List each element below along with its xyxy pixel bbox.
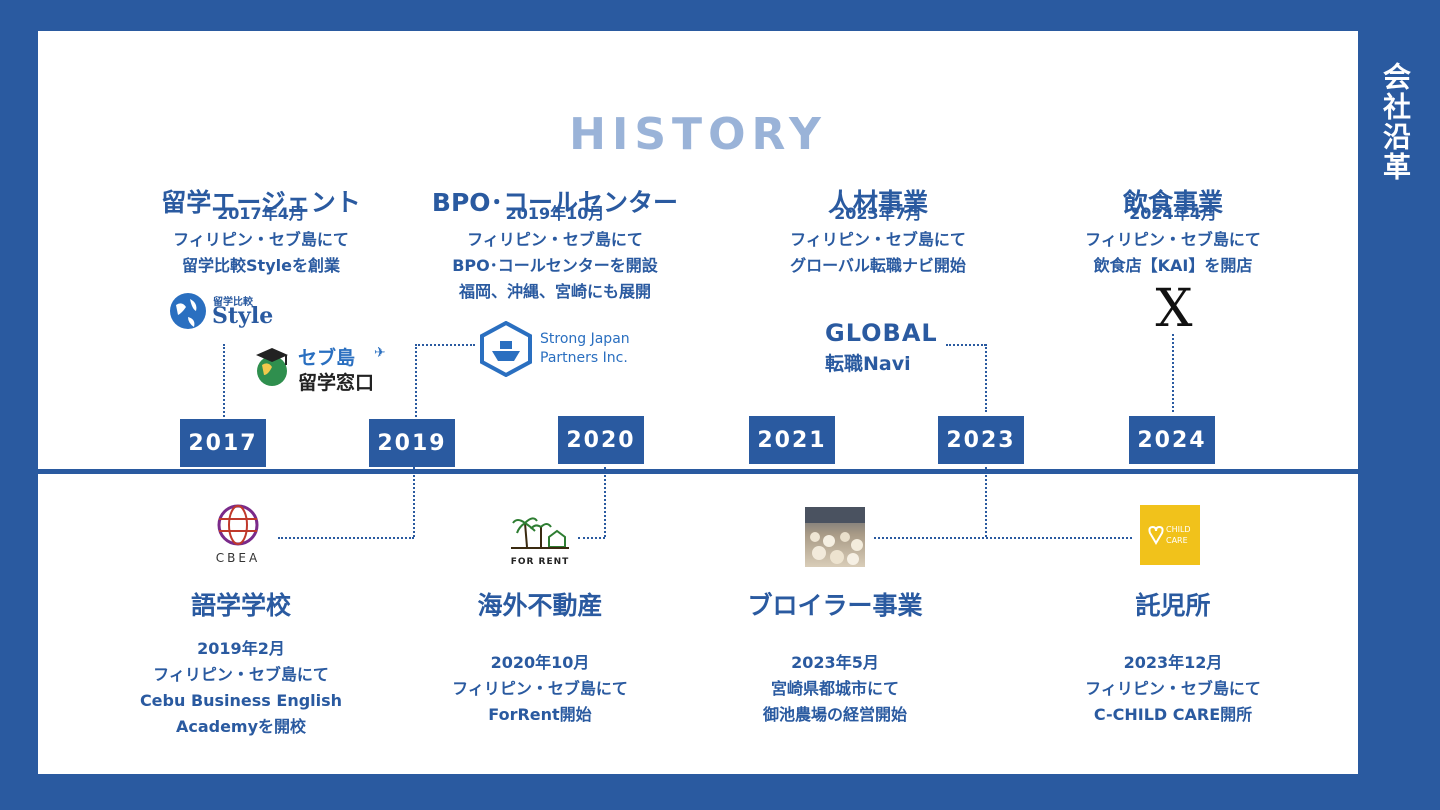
event-line: 飲食店【KAI】を開店	[1093, 256, 1253, 275]
connector	[415, 344, 417, 444]
event-line: 留学比較Styleを創業	[182, 256, 340, 275]
connector	[415, 344, 475, 346]
connector	[985, 467, 987, 537]
event-line: フィリピン・セブ島にて	[467, 230, 643, 249]
strong-japan-logo: Strong Japan Partners Inc.	[478, 321, 678, 377]
style-logo: 留学比較 Style	[168, 291, 288, 331]
event-line: C-CHILD CARE開所	[1093, 705, 1253, 724]
year-marker-2023: 2023	[938, 416, 1024, 464]
event-date: 2023年5月	[791, 653, 879, 672]
globe-icon	[170, 293, 206, 329]
cbea-logo-text: CBEA	[215, 551, 261, 565]
event-line: 宮崎県都城市にて	[770, 679, 899, 698]
history-panel: HISTORY 留学エージェント BPO･コールセンター 人材事業 飲食事業 2…	[38, 31, 1358, 774]
plane-icon: ✈	[374, 345, 386, 361]
sjp-logo-line2: Partners Inc.	[540, 350, 628, 366]
event-desc-hr: 2023年7月 フィリピン・セブ島にて グローバル転職ナビ開始	[718, 201, 1038, 279]
event-desc-real-estate: 2020年10月 フィリピン・セブ島にて ForRent開始	[380, 650, 700, 728]
connector	[604, 467, 606, 537]
event-line: BPO･コールセンターを開設	[452, 256, 658, 275]
global-logo-line2: 転職Navi	[825, 353, 911, 375]
event-line: フィリピン・セブ島にて	[1085, 679, 1261, 698]
event-date: 2023年7月	[834, 204, 922, 223]
year-marker-2024: 2024	[1129, 416, 1215, 464]
event-heading-food: 飲食事業	[1122, 188, 1223, 217]
cebu-logo-line1: セブ島	[298, 347, 356, 369]
year-marker-2021: 2021	[749, 416, 835, 464]
event-date: 2023年12月	[1123, 653, 1223, 672]
event-line: 福岡、沖縄、宮崎にも展開	[458, 282, 651, 301]
event-heading-study-agent: 留学エージェント	[161, 188, 361, 217]
event-heading-bpo: BPO･コールセンター	[431, 188, 679, 217]
event-date: 2024年4月	[1129, 204, 1217, 223]
timeline-axis	[38, 469, 1358, 474]
forrent-logo: FOR RENT	[508, 513, 572, 567]
graduation-globe-icon	[256, 348, 288, 386]
kai-logo: X	[1146, 281, 1202, 337]
event-line: フィリピン・セブ島にて	[452, 679, 628, 698]
chickens-image	[805, 507, 865, 565]
sjp-logo-line1: Strong Japan	[540, 331, 630, 347]
event-heading-broiler: ブロイラー事業	[747, 591, 923, 620]
style-logo-small: 留学比較	[213, 297, 253, 308]
global-tenshoku-navi-logo: GLOBAL 転職Navi	[825, 319, 938, 375]
event-line: グローバル転職ナビ開始	[790, 256, 966, 275]
event-line: ForRent開始	[488, 705, 592, 724]
connector	[1172, 334, 1174, 412]
broiler-farm-photo	[805, 507, 865, 567]
event-line: Cebu Business English	[139, 691, 343, 710]
connector	[578, 537, 605, 539]
event-heading-nursery: 託児所	[1135, 591, 1211, 620]
connector	[985, 344, 987, 412]
style-logo-big: Style	[212, 303, 274, 329]
cebu-ryugaku-logo: セブ島 ✈ 留学窓口	[252, 343, 392, 395]
cebu-logo-line2: 留学窓口	[298, 372, 375, 394]
event-desc-study-agent: 2017年4月 フィリピン・セブ島にて 留学比較Styleを創業	[101, 201, 421, 279]
event-line: Academyを開校	[175, 717, 307, 736]
event-desc-food: 2024年4月 フィリピン・セブ島にて 飲食店【KAI】を開店	[1013, 201, 1333, 279]
event-date: 2017年4月	[217, 204, 305, 223]
connector	[278, 537, 414, 539]
child-care-logo: CHILD CARE	[1140, 505, 1200, 565]
event-desc-bpo: 2019年10月 フィリピン・セブ島にて BPO･コールセンターを開設 福岡、沖…	[395, 201, 715, 305]
event-desc-nursery: 2023年12月 フィリピン・セブ島にて C-CHILD CARE開所	[1013, 650, 1333, 728]
year-marker-2019: 2019	[369, 419, 455, 467]
cbea-globe-icon	[217, 504, 259, 546]
connector	[874, 537, 1132, 539]
year-marker-2017: 2017	[180, 419, 266, 467]
year-marker-2020: 2020	[558, 416, 644, 464]
event-line: フィリピン・セブ島にて	[1085, 230, 1261, 249]
event-desc-language-school: 2019年2月 フィリピン・セブ島にて Cebu Business Englis…	[81, 636, 401, 740]
page-title: HISTORY	[569, 109, 827, 160]
event-line: フィリピン・セブ島にて	[153, 665, 329, 684]
forrent-logo-text: FOR RENT	[510, 557, 570, 567]
event-line: フィリピン・セブ島にて	[790, 230, 966, 249]
event-heading-real-estate: 海外不動産	[477, 591, 603, 620]
heart-icon	[1148, 525, 1164, 545]
kai-logo-mark: X	[1155, 279, 1193, 339]
event-heading-language-school: 語学学校	[190, 591, 291, 620]
event-desc-broiler: 2023年5月 宮崎県都城市にて 御池農場の経営開始	[675, 650, 995, 728]
childcare-line2: CARE	[1166, 536, 1188, 545]
hexagon-ship-icon	[480, 321, 532, 377]
event-date: 2019年10月	[505, 204, 605, 223]
event-heading-hr: 人材事業	[827, 188, 928, 217]
connector	[946, 344, 986, 346]
event-line: フィリピン・セブ島にて	[173, 230, 349, 249]
connector	[223, 344, 225, 444]
side-label: 会社沿革	[1379, 62, 1412, 182]
event-date: 2020年10月	[490, 653, 590, 672]
connector	[413, 467, 415, 537]
event-date: 2019年2月	[197, 639, 285, 658]
palm-house-icon	[511, 517, 569, 549]
childcare-line1: CHILD	[1166, 525, 1191, 534]
cbea-logo: CBEA	[208, 503, 268, 565]
event-line: 御池農場の経営開始	[762, 705, 907, 724]
global-logo-line1: GLOBAL	[825, 319, 938, 347]
